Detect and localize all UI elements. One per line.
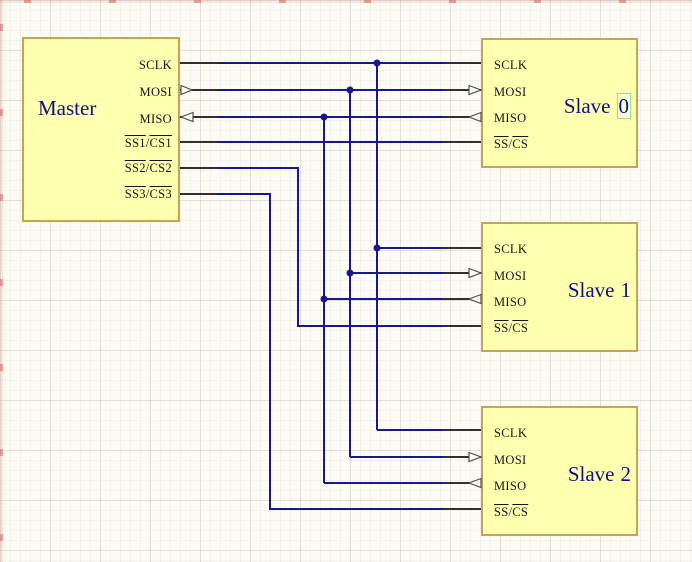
master-miso-input-arrow-icon: [179, 111, 194, 123]
junction-dot-miso-slave1: [320, 295, 328, 303]
master-pin-ss2-cs2: SS2/CS2: [124, 161, 172, 175]
slave0-pin-miso: MISO: [494, 111, 527, 125]
junction-dot-miso-slave0: [320, 113, 328, 121]
slave2-pin-miso: MISO: [494, 479, 527, 493]
slave0-selected-number: 0: [616, 93, 631, 119]
slave1-miso-output-arrow-icon: [467, 293, 482, 305]
slave0-pin-ss-cs: SS/CS: [494, 137, 529, 151]
slave2-pin-sclk: SCLK: [494, 426, 528, 440]
slave1-pin-mosi: MOSI: [494, 269, 527, 283]
junction-dot-sclk-slave0: [373, 59, 381, 67]
master-pin-mosi: MOSI: [139, 85, 172, 99]
master-component[interactable]: Master SCLK MOSI MISO SS1/CS1 SS2/CS2 SS…: [22, 37, 180, 222]
master-label: Master: [38, 96, 97, 120]
junction-dot-sclk-slave1: [373, 244, 381, 252]
master-pin-ss1-cs1: SS1/CS1: [124, 136, 172, 150]
slave0-pin-mosi: MOSI: [494, 85, 527, 99]
master-pin-miso: MISO: [139, 112, 172, 126]
slave2-mosi-input-arrow-icon: [468, 451, 483, 463]
junction-dot-mosi-slave1: [346, 269, 354, 277]
wire-ss3-master-slave2[interactable]: [218, 193, 443, 510]
master-pin-sclk: SCLK: [138, 58, 172, 72]
junction-dot-mosi-slave0: [346, 86, 354, 94]
slave1-pin-ss-cs: SS/CS: [494, 321, 529, 335]
slave2-pin-ss-cs: SS/CS: [494, 505, 529, 519]
slave0-miso-output-arrow-icon: [467, 111, 482, 123]
slave1-pin-sclk: SCLK: [494, 242, 528, 256]
slave2-miso-output-arrow-icon: [467, 477, 482, 489]
slave0-pin-sclk: SCLK: [494, 58, 528, 72]
master-pin-ss3-cs3: SS3/CS3: [124, 187, 172, 201]
wire-ss2-master-slave1[interactable]: [218, 167, 443, 327]
slave0-mosi-input-arrow-icon: [468, 84, 483, 96]
slave1-pin-miso: MISO: [494, 295, 527, 309]
slave1-mosi-input-arrow-icon: [468, 267, 483, 279]
slave2-pin-mosi: MOSI: [494, 453, 527, 467]
master-mosi-output-arrow-icon: [180, 84, 194, 96]
